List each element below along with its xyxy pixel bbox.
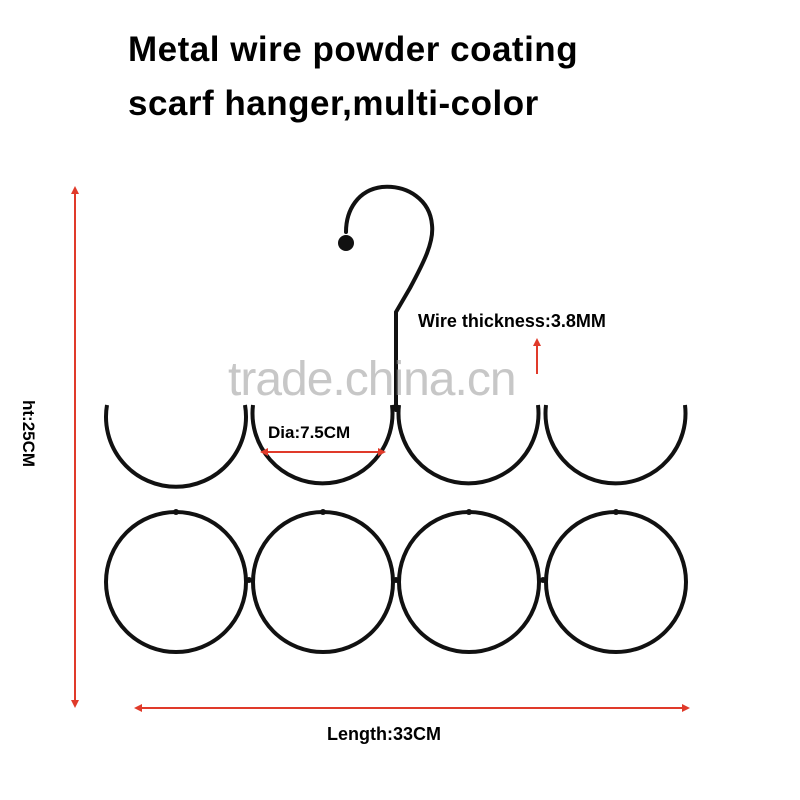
- watermark: trade.china.cn: [228, 353, 517, 406]
- hanger-hook: [344, 184, 435, 412]
- diameter-label: Dia:7.5CM: [268, 423, 351, 442]
- top-ring-3: [396, 404, 541, 486]
- bottom-ring-2: [251, 510, 395, 654]
- top-ring-4: [543, 404, 688, 486]
- hook-tip-ball: [338, 235, 354, 251]
- length-label: Length:33CM: [327, 724, 441, 744]
- title-line-2: scarf hanger,multi-color: [128, 84, 539, 123]
- weld-joints: [173, 509, 619, 583]
- height-label: ht:25CM: [19, 400, 38, 468]
- title-line-1: Metal wire powder coating: [128, 30, 579, 69]
- top-ring-row: [104, 404, 688, 489]
- top-ring-1: [104, 404, 248, 489]
- bottom-ring-4: [544, 510, 688, 654]
- wire-thickness-label: Wire thickness:3.8MM: [418, 311, 606, 331]
- top-ring-2: [250, 404, 395, 486]
- bottom-ring-1: [104, 510, 248, 654]
- bottom-ring-3: [397, 510, 541, 654]
